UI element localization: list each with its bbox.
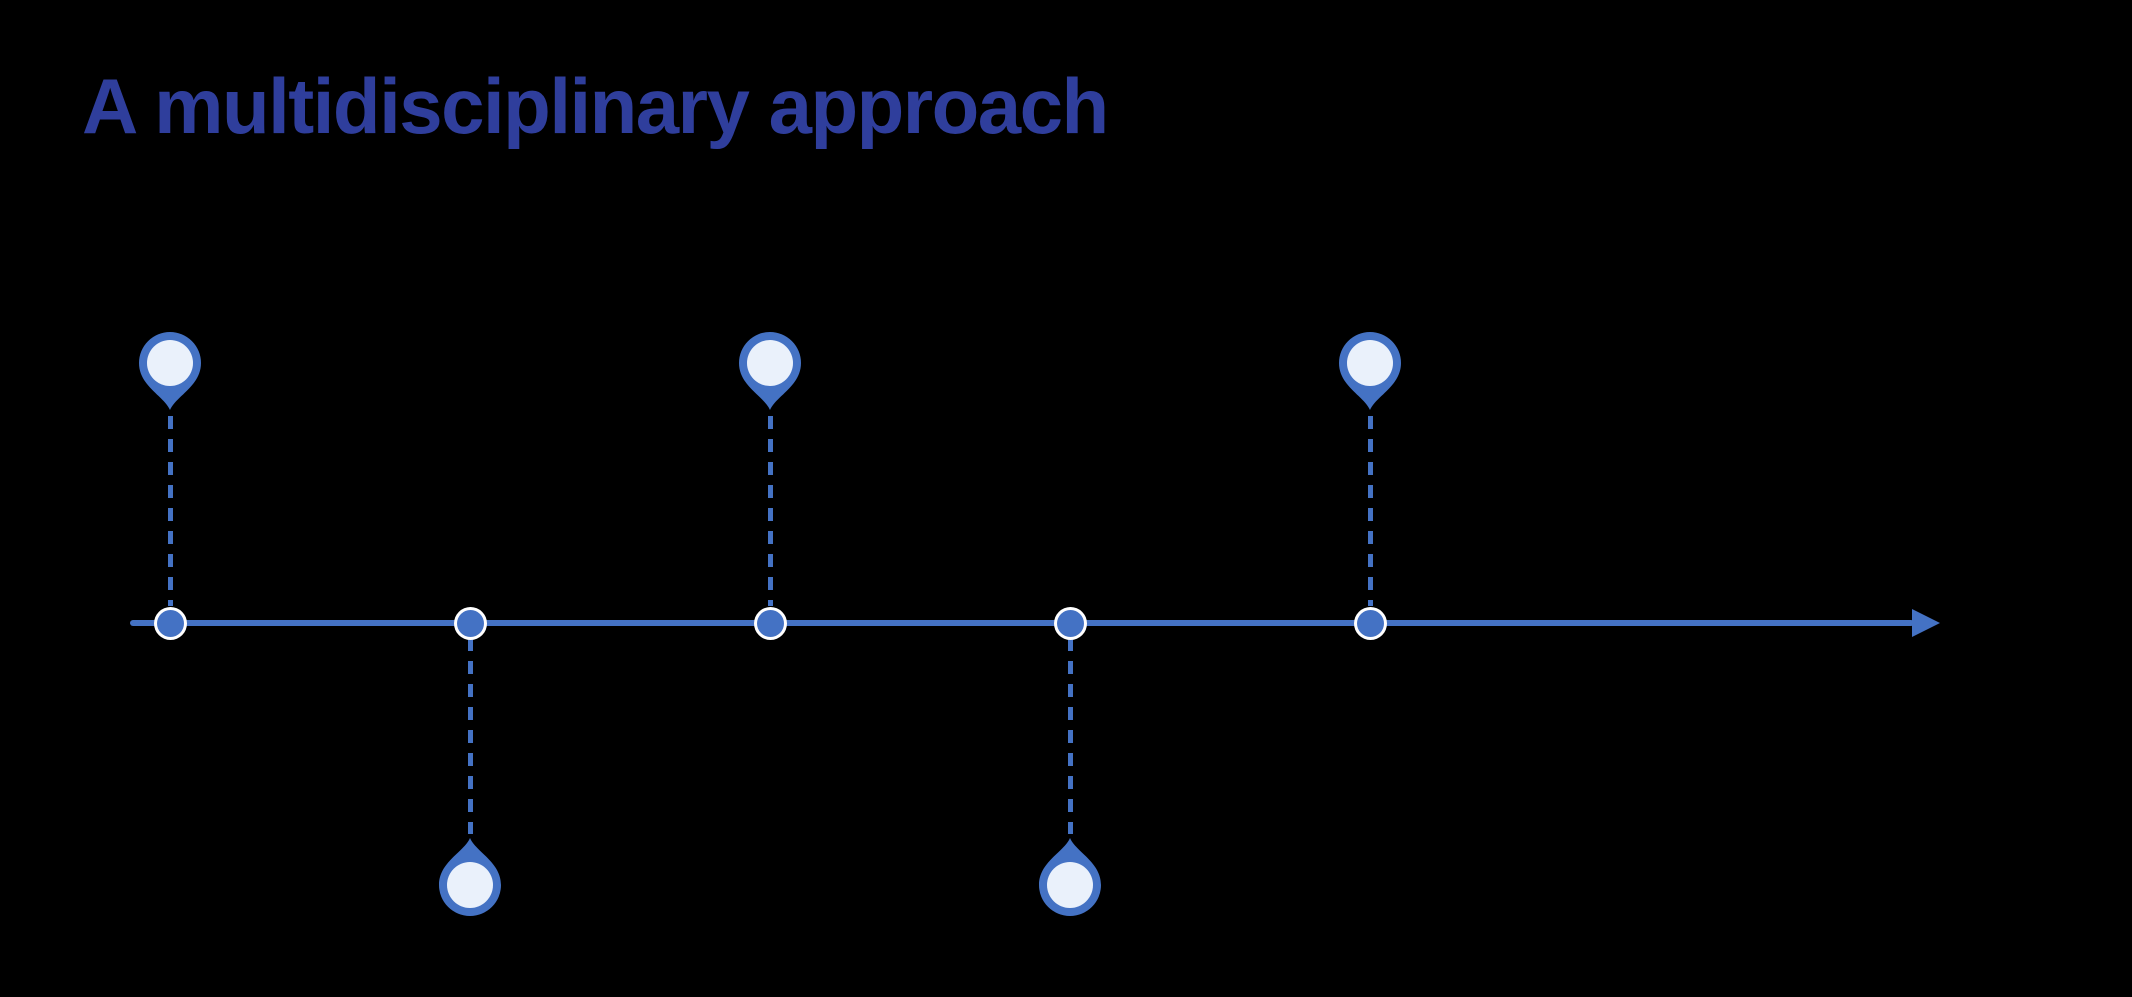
map-pin-icon — [1036, 836, 1104, 918]
timeline-node — [1056, 609, 1084, 637]
map-pin-icon — [1336, 330, 1404, 412]
map-pin-icon — [136, 330, 204, 412]
timeline-node — [756, 609, 784, 637]
milestone-connector — [1067, 638, 1073, 834]
milestone-connector — [167, 416, 173, 606]
milestone-connector — [1367, 416, 1373, 606]
timeline-node — [156, 609, 184, 637]
milestone-connector — [467, 638, 473, 834]
slide-title: A multidisciplinary approach — [82, 62, 1109, 150]
map-pin-icon — [436, 836, 504, 918]
map-pin-icon — [736, 330, 804, 412]
timeline-axis — [130, 620, 1914, 626]
arrowhead-icon — [1912, 609, 1940, 637]
milestone-connector — [767, 416, 773, 606]
timeline-node — [456, 609, 484, 637]
timeline-node — [1356, 609, 1384, 637]
